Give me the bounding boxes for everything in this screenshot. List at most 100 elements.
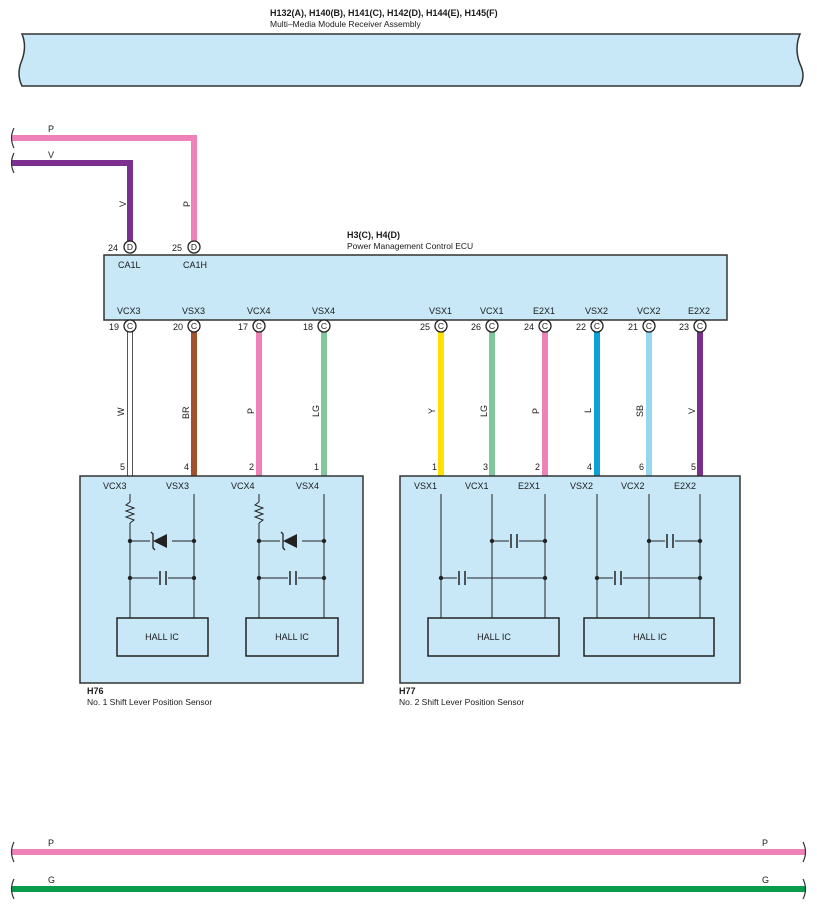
svg-text:25: 25	[172, 243, 182, 253]
ecu-bottom-pin-e2x2: E2X2 23 C	[679, 306, 710, 333]
svg-text:C: C	[191, 321, 197, 331]
ecu-bottom-pin-vcx3: VCX3 19 C	[109, 306, 141, 333]
svg-text:17: 17	[238, 322, 248, 332]
sensor2-name: No. 2 Shift Lever Position Sensor	[399, 697, 524, 707]
sensor1-pin-label: VCX4	[231, 481, 255, 491]
hall-ic-box	[583, 617, 715, 657]
svg-text:24: 24	[108, 243, 118, 253]
sensor2-pin-num: 6	[639, 462, 644, 472]
wire-p-top	[10, 127, 197, 244]
sensor1-pin-label: VCX3	[103, 481, 127, 491]
capacitor-icon	[509, 534, 519, 548]
sensor2-pin-num: 2	[535, 462, 540, 472]
bus-g-left-label: G	[48, 875, 55, 885]
hall-ic-box	[116, 617, 209, 657]
sensor2-pin-num: 5	[691, 462, 696, 472]
wire-label-p-vertical: P	[182, 201, 192, 207]
hall-ic-label: HALL IC	[633, 632, 667, 642]
svg-text:26: 26	[471, 322, 481, 332]
svg-text:C: C	[646, 321, 652, 331]
svg-text:VSX2: VSX2	[585, 306, 608, 316]
svg-text:CA1H: CA1H	[183, 260, 207, 270]
hall-ic-label: HALL IC	[275, 632, 309, 642]
wire-v-top	[10, 152, 133, 244]
wire-label-v-top: V	[48, 150, 54, 160]
svg-text:C: C	[697, 321, 703, 331]
sensor1-pin-num: 1	[314, 462, 319, 472]
bus-p-bottom	[10, 841, 807, 863]
sensor2-pin-label: VSX1	[414, 481, 437, 491]
svg-text:VSX1: VSX1	[429, 306, 452, 316]
svg-text:18: 18	[303, 322, 313, 332]
receiver-codes: H132(A), H140(B), H141(C), H142(D), H144…	[270, 8, 498, 18]
ecu-bottom-pin-vsx3: VSX3 20 C	[173, 306, 205, 333]
svg-text:19: 19	[109, 322, 119, 332]
svg-text:22: 22	[576, 322, 586, 332]
sensor2-pin-label: VCX2	[621, 481, 645, 491]
hall-ic-label: HALL IC	[477, 632, 511, 642]
bus-p-left-label: P	[48, 838, 54, 848]
hall-ic-box	[427, 617, 560, 657]
ecu-name: Power Management Control ECU	[347, 241, 473, 251]
wire-label-y: Y	[427, 408, 437, 414]
svg-text:C: C	[594, 321, 600, 331]
ecu-bottom-pin-vcx2: VCX2 21 C	[628, 306, 661, 333]
ecu-top-pin-ca1h: 25 D CA1H	[172, 240, 207, 270]
svg-text:VCX1: VCX1	[480, 306, 504, 316]
ecu-bottom-pin-vsx1: VSX1 25 C	[420, 306, 452, 333]
capacitor-icon	[457, 571, 467, 585]
sensor2-code: H77	[399, 686, 416, 696]
svg-text:24: 24	[524, 322, 534, 332]
hall-ic-label: HALL IC	[145, 632, 179, 642]
svg-text:CA1L: CA1L	[118, 260, 141, 270]
zener-diode-icon	[150, 531, 172, 551]
sensor2-pin-label: E2X2	[674, 481, 696, 491]
svg-text:VSX4: VSX4	[312, 306, 335, 316]
capacitor-icon	[158, 571, 168, 585]
svg-text:23: 23	[679, 322, 689, 332]
hall-ic-box	[245, 617, 339, 657]
bus-g-right-label: G	[762, 875, 769, 885]
ecu-bottom-pin-e2x1: E2X1 24 C	[524, 306, 555, 333]
receiver-name: Multi–Media Module Receiver Assembly	[270, 19, 421, 29]
svg-text:25: 25	[420, 322, 430, 332]
wire-label-lg1: LG	[311, 405, 321, 417]
sensor2-pin-num: 4	[587, 462, 592, 472]
sensor1-pin-num: 4	[184, 462, 189, 472]
svg-text:C: C	[438, 321, 444, 331]
sensor1-pin-num: 5	[120, 462, 125, 472]
wire-label-lg2: LG	[479, 405, 489, 417]
ecu-bottom-pin-vsx4: VSX4 18 C	[303, 306, 335, 333]
sensor2-pin-label: E2X1	[518, 481, 540, 491]
sensor2-pin-label: VSX2	[570, 481, 593, 491]
wire-label-v-vertical: V	[118, 201, 128, 207]
ecu-bottom-pin-vcx1: VCX1 26 C	[471, 306, 504, 333]
wire-label-sb: SB	[635, 405, 645, 417]
ecu-top-pin-ca1l: 24 D CA1L	[108, 240, 141, 270]
svg-text:21: 21	[628, 322, 638, 332]
svg-text:20: 20	[173, 322, 183, 332]
wire-label-p2: P	[531, 408, 541, 414]
capacitor-icon	[665, 534, 675, 548]
svg-text:C: C	[321, 321, 327, 331]
capacitor-icon	[288, 571, 298, 585]
svg-text:E2X1: E2X1	[533, 306, 555, 316]
sensor2-pin-num: 3	[483, 462, 488, 472]
svg-text:VCX4: VCX4	[247, 306, 271, 316]
ecu-bottom-pin-vcx4: VCX4 17 C	[238, 306, 271, 333]
sensor1-name: No. 1 Shift Lever Position Sensor	[87, 697, 212, 707]
sensor1-code: H76	[87, 686, 104, 696]
svg-text:VCX3: VCX3	[117, 306, 141, 316]
sensor2-pin-num: 1	[432, 462, 437, 472]
junction-dots	[127, 538, 327, 581]
wire-label-w: W	[116, 407, 126, 416]
junction-dots	[438, 538, 703, 581]
sensor1-pin-label: VSX4	[296, 481, 319, 491]
sensor2-pin-label: VCX1	[465, 481, 489, 491]
svg-text:VSX3: VSX3	[182, 306, 205, 316]
wire-label-br: BR	[181, 406, 191, 419]
svg-text:C: C	[127, 321, 133, 331]
wire-label-p1: P	[246, 408, 256, 414]
sensor1-pin-num: 2	[249, 462, 254, 472]
